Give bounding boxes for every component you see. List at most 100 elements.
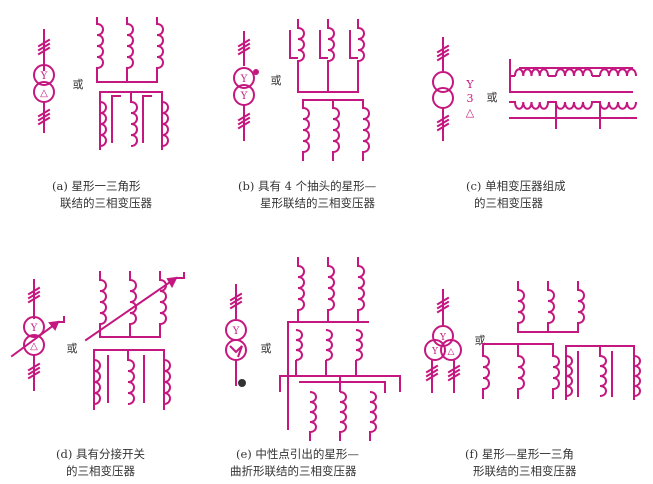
tertiary-delta-coil: [565, 355, 573, 397]
caption-c: (c) 单相变压器组成 的三相变压器: [466, 178, 566, 212]
tap-changer-arrow: [10, 320, 60, 358]
tap-changer-arrow: [84, 276, 178, 342]
secondary-coil: [130, 101, 138, 147]
primary-coil: [129, 279, 137, 325]
primary-coil: [126, 23, 134, 69]
or-label: 或: [475, 334, 486, 347]
caption-a-line2: 联结的三相变压器: [60, 196, 152, 210]
secondary-coil: [163, 359, 171, 405]
tick-mark: [425, 372, 439, 382]
tap-lead: [319, 30, 328, 59]
tick-mark: [436, 52, 450, 62]
panel-e: Y或: [225, 257, 401, 441]
primary-coil: [156, 23, 164, 69]
caption-c-line2: 的三相变压器: [474, 196, 543, 210]
secondary-star-coil: [517, 355, 525, 390]
zigzag-link: [325, 360, 401, 392]
star-winding-circle: [233, 67, 255, 89]
arrow-head: [48, 320, 60, 331]
star-symbol: Y: [465, 78, 474, 91]
caption-d: (d) 具有分接开关 的三相变压器: [56, 446, 145, 480]
caption-e: (e) 中性点引出的星形— 曲折形联结的三相变压器: [230, 446, 359, 480]
tick-mark: [27, 286, 41, 296]
star-symbol: Y: [30, 323, 38, 334]
tick-mark: [37, 46, 51, 56]
delta-symbol: △: [40, 88, 48, 99]
tick-mark: [37, 42, 51, 52]
star-winding-circle: [23, 316, 45, 338]
primary-coil: [99, 279, 107, 325]
secondary-coil: [93, 359, 101, 405]
tick-mark: [447, 372, 461, 382]
tick-mark: [27, 290, 41, 300]
tick-mark: [37, 108, 51, 118]
tick-mark: [447, 364, 461, 374]
panel-d: Y△或: [10, 271, 185, 410]
arrow-head: [166, 276, 178, 289]
primary-circle: [432, 71, 454, 93]
zigzag-coil-lower: [369, 391, 377, 433]
star-symbol: Y: [240, 74, 248, 85]
zigzag-coil-upper: [295, 329, 303, 361]
tick-mark: [37, 38, 51, 48]
caption-b-line2: 星形联结的三相变压器: [260, 196, 375, 210]
primary-coil: [517, 289, 525, 324]
caption-a-line1: (a) 星形一三角形: [52, 179, 141, 193]
or-label: 或: [271, 74, 282, 87]
panel-c: Y3△或: [432, 37, 637, 141]
secondary-coil: [514, 101, 549, 110]
zigzag-link: [279, 360, 357, 392]
tick-mark: [27, 362, 41, 372]
primary-coil: [547, 289, 555, 324]
primary-coil: [96, 23, 104, 69]
caption-b-line1: (b) 具有 4 个抽头的星形—: [238, 179, 377, 193]
caption-f-line2: 形联结的三相变压器: [473, 464, 577, 478]
primary-coil: [514, 68, 549, 77]
secondary-coil: [332, 107, 340, 153]
secondary-coil: [99, 101, 107, 147]
secondary-coil: [161, 101, 169, 147]
secondary-star-coil: [482, 355, 490, 390]
tick-mark: [436, 118, 450, 128]
primary-coil: [159, 279, 167, 325]
primary-coil: [555, 68, 593, 77]
tertiary-delta-coil: [599, 355, 607, 397]
star-symbol: Y: [40, 71, 48, 82]
tick-mark: [27, 370, 41, 380]
tick-mark: [237, 116, 251, 126]
tick-mark: [27, 366, 41, 376]
caption-e-line1: (e) 中性点引出的星形—: [236, 447, 359, 461]
switch-lead: [176, 272, 185, 279]
primary-coil: [577, 289, 585, 324]
zigzag-coil-lower: [309, 391, 317, 433]
zigzag-coil-upper: [355, 329, 363, 361]
tick-mark: [436, 296, 450, 306]
tick-mark: [436, 44, 450, 54]
caption-f-line1: (f) 星形—星形一三角: [465, 447, 574, 461]
caption-e-line2: 曲折形联结的三相变压器: [230, 464, 357, 478]
tick-mark: [436, 114, 450, 124]
star-symbol: Y: [232, 326, 240, 337]
zigzag-coil-upper: [325, 329, 333, 361]
or-label: 或: [73, 78, 84, 91]
zigzag-winding-circle: [225, 339, 247, 361]
star-winding-circle: [424, 339, 446, 361]
tick-mark: [436, 300, 450, 310]
caption-c-line1: (c) 单相变压器组成: [466, 179, 566, 193]
tertiary-delta-coil: [633, 355, 641, 397]
primary-coil: [327, 27, 335, 62]
delta-symbol: △: [466, 106, 475, 119]
tick-mark: [37, 112, 51, 122]
primary-coil: [357, 265, 365, 311]
switch-lead: [58, 316, 65, 323]
neutral-dot: [238, 379, 246, 387]
primary-coil: [327, 265, 335, 311]
tick-mark: [229, 296, 243, 306]
tick-mark: [436, 304, 450, 314]
star-symbol: Y: [439, 333, 447, 343]
caption-d-line2: 的三相变压器: [66, 464, 135, 478]
caption-b: (b) 具有 4 个抽头的星形— 星形联结的三相变压器: [238, 178, 376, 212]
primary-coil: [297, 265, 305, 311]
or-label: 或: [67, 342, 78, 355]
tick-mark: [27, 294, 41, 304]
